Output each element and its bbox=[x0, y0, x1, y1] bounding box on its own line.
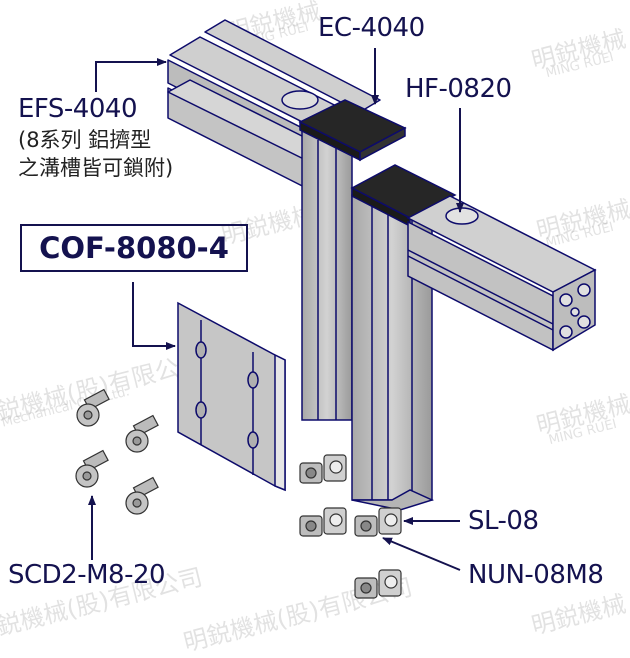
cof-8080-4-plate bbox=[177, 301, 286, 492]
efs-note-line2: 之溝槽皆可鎖附) bbox=[18, 156, 174, 180]
screws-scd2-m8-20 bbox=[75, 388, 159, 515]
nun-leader-arrow bbox=[382, 537, 461, 571]
horizontal-profile-right bbox=[406, 195, 597, 352]
efs-leader-arrow bbox=[95, 58, 167, 92]
nuts-and-spring-plates bbox=[299, 454, 402, 599]
ec-4040-end-cap bbox=[298, 99, 407, 162]
cof-leader-arrow bbox=[132, 282, 176, 350]
ec-4040-label: EC-4040 bbox=[318, 13, 425, 43]
efs-4040-label: EFS-4040 bbox=[18, 94, 137, 124]
nun-08m8-label: NUN-08M8 bbox=[468, 560, 604, 590]
sl-08-label: SL-08 bbox=[468, 506, 539, 536]
efs-note-line1: (8系列 鋁擠型 bbox=[18, 128, 152, 152]
vertical-profile-1 bbox=[301, 129, 353, 421]
exploded-assembly-drawing bbox=[75, 19, 597, 599]
cof-8080-4-label: COF-8080-4 bbox=[20, 224, 248, 272]
hf-0820-label: HF-0820 bbox=[405, 74, 512, 104]
scd2-m8-20-label: SCD2-M8-20 bbox=[8, 560, 166, 590]
